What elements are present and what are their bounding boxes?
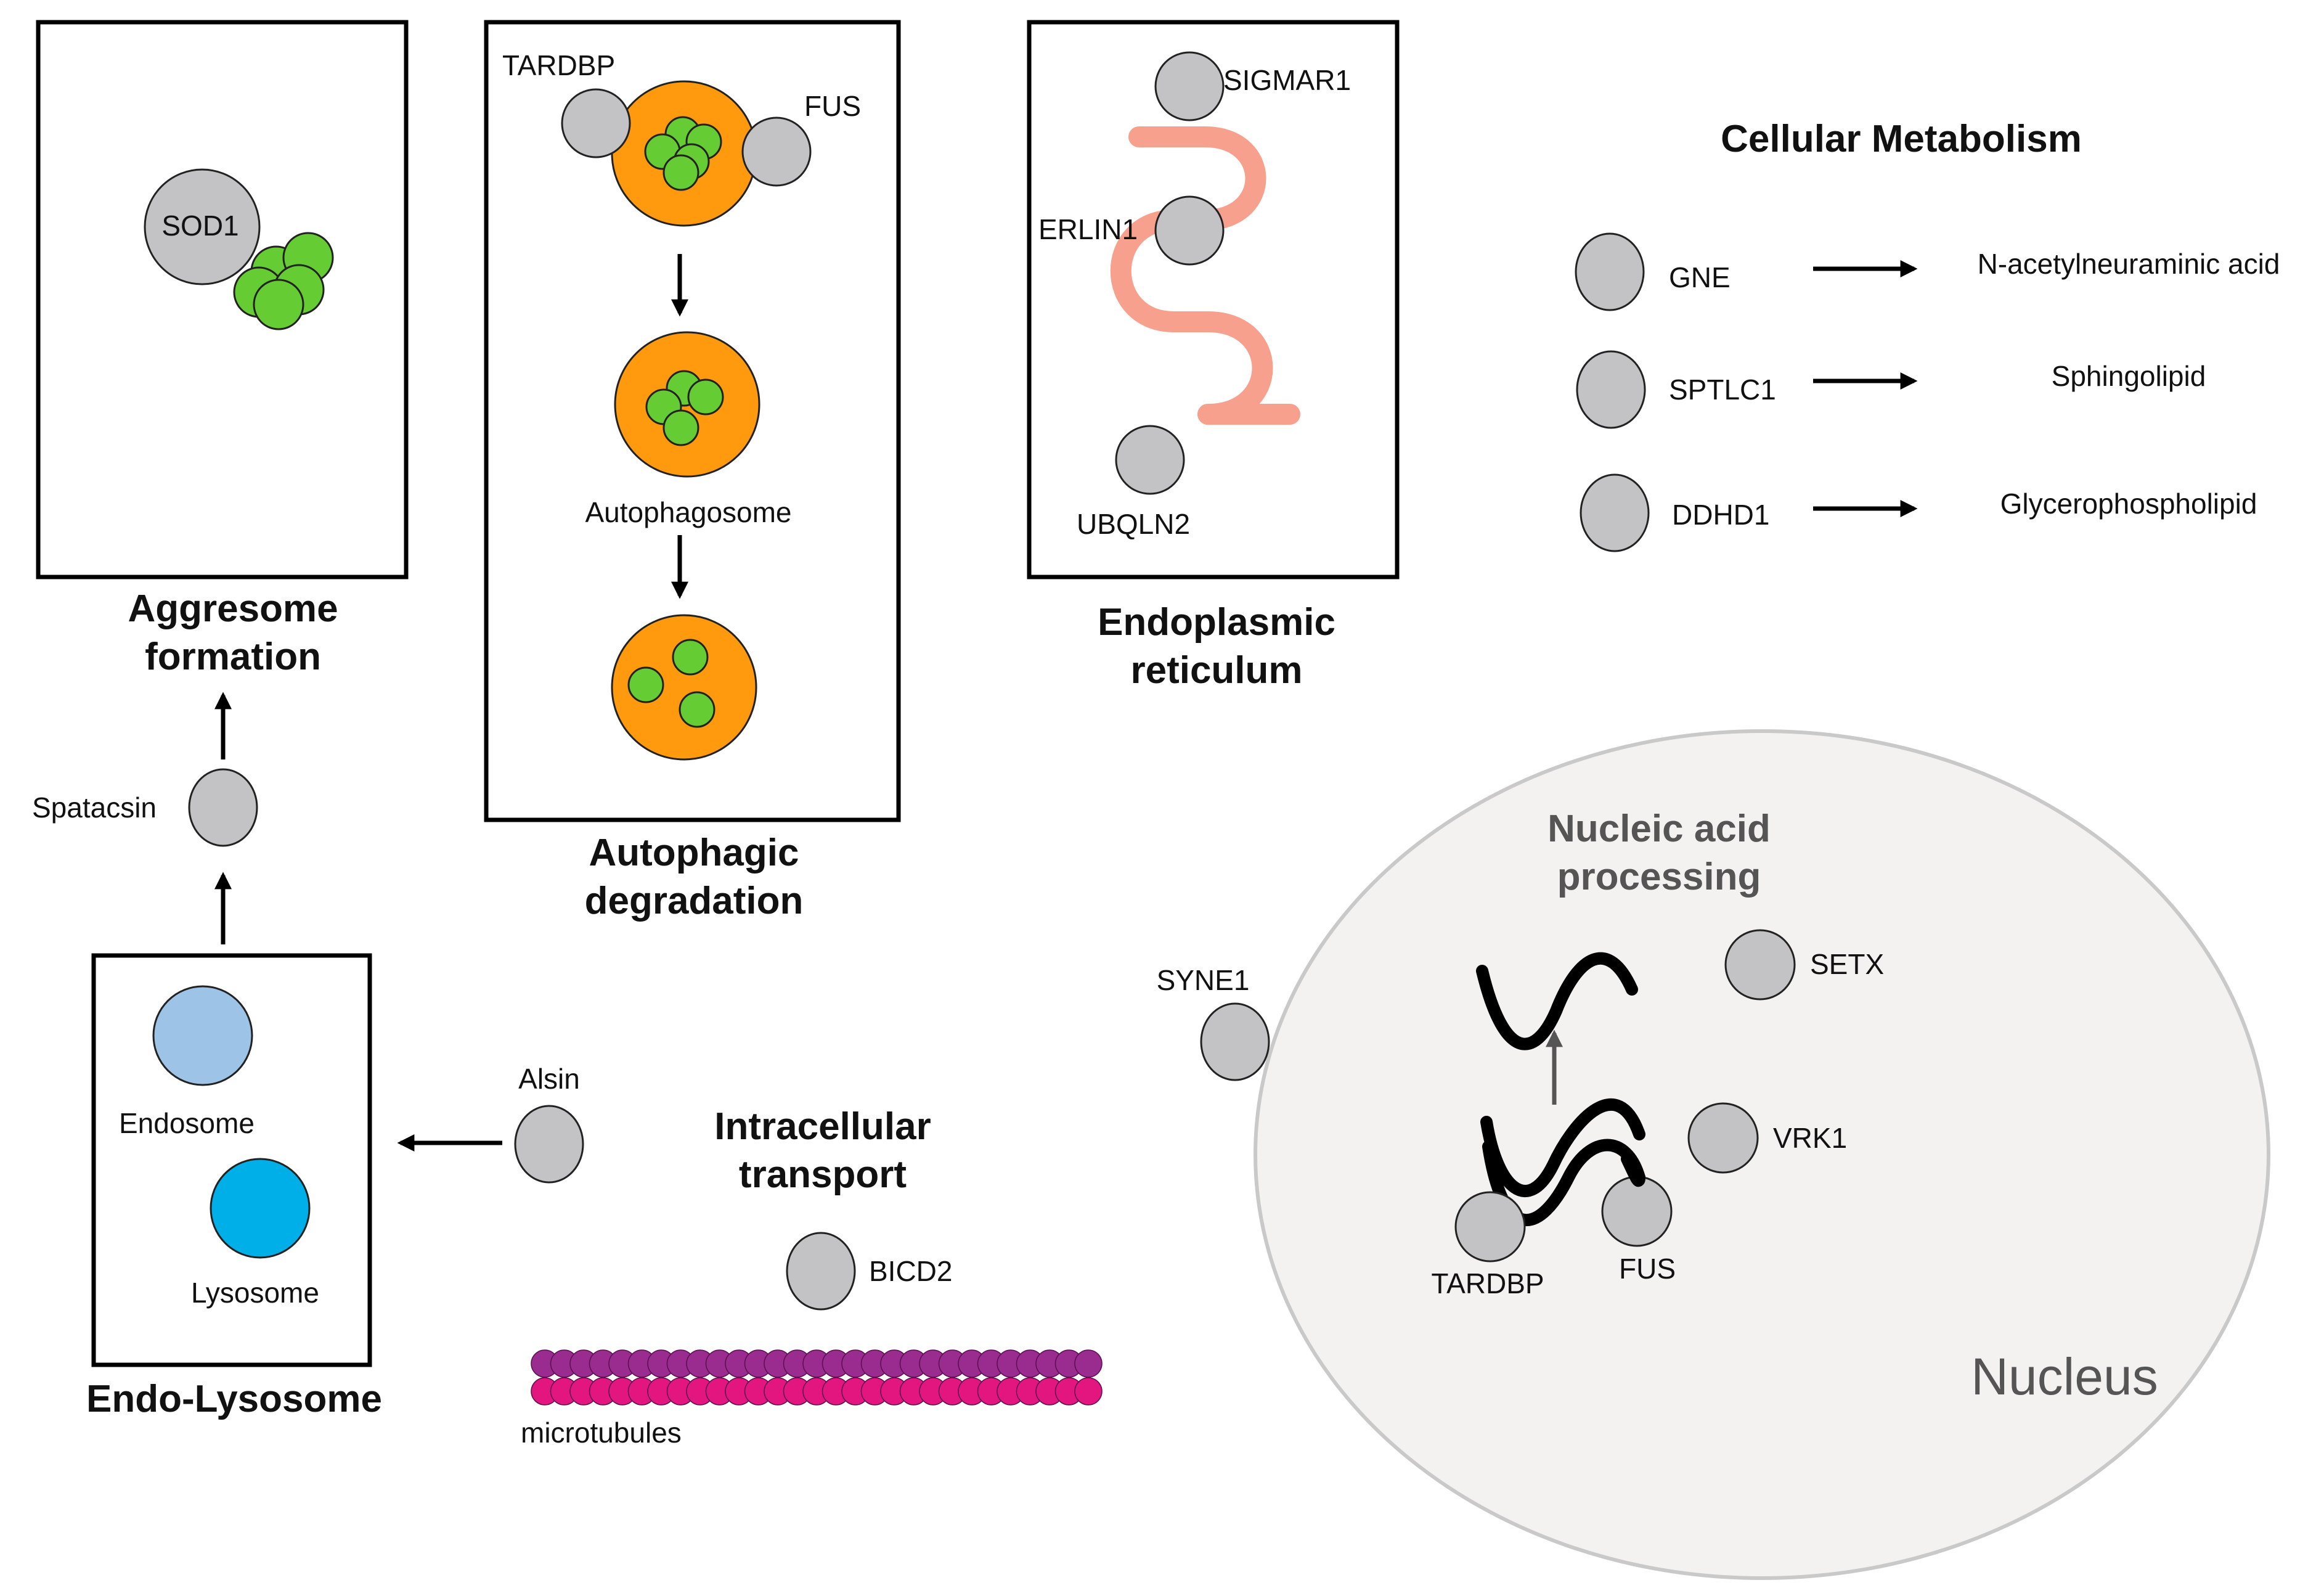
endosome (152, 985, 253, 1086)
cargo-dispersed (627, 639, 716, 728)
bicd2-label: BICD2 (869, 1255, 952, 1287)
setx-label: SETX (1810, 948, 1884, 980)
gne-product: N-acetylneuraminic acid (1978, 248, 2280, 280)
ddhd1-product: Glycerophospholipid (2000, 488, 2257, 520)
strand-1 (1480, 1098, 1645, 1198)
sigmar1-label: SIGMAR1 (1223, 64, 1351, 96)
autophagy-frame (484, 20, 901, 822)
nuclear-tardbp-label: TARDBP (1431, 1267, 1544, 1299)
fus-protein (741, 117, 812, 187)
endolysosome-title: Endo-Lysosome (86, 1378, 382, 1420)
tardbp-protein (561, 88, 631, 158)
nucleic-acid-title-line1: Nucleic acid (1547, 808, 1771, 850)
sod1-label: SOD1 (161, 210, 239, 242)
er-frame (1027, 20, 1400, 579)
autophagy-panel: TARDBP FUS Autophagosome Autophagic degr… (484, 20, 901, 922)
autophagy-title-line1: Autophagic (589, 832, 799, 874)
aggregate-cluster (233, 232, 334, 330)
autophagosome-label: Autophagosome (585, 496, 791, 528)
ddhd1-protein (1580, 473, 1650, 552)
aggresome-title-line2: formation (145, 636, 321, 678)
erlin1-label: ERLIN1 (1038, 213, 1138, 245)
gne-protein (1575, 232, 1645, 311)
metabolism-panel: Cellular Metabolism GNE N-acetylneuramin… (1575, 118, 2280, 552)
transport-title-line1: Intracellular (714, 1105, 931, 1148)
nucleic-acid-title-line2: processing (1557, 856, 1761, 898)
tubulin-bead (1074, 1349, 1103, 1378)
sptlc1-protein (1576, 350, 1646, 429)
sigmar1-protein (1154, 51, 1225, 121)
nucleus-label: Nucleus (1971, 1348, 2158, 1406)
endolysosome-frame (91, 953, 372, 1367)
autophagy-tardbp-label: TARDBP (502, 49, 615, 81)
cargo-cluster-2 (645, 370, 724, 446)
setx-protein (1724, 929, 1796, 1001)
er-membrane-top (1110, 126, 1273, 425)
microtubule-top-row (531, 1349, 1103, 1378)
gne-label: GNE (1669, 261, 1731, 293)
sod1-protein (144, 168, 261, 285)
alsin-protein (514, 1105, 584, 1184)
cargo-cluster-1 (644, 116, 722, 191)
endosome-label: Endosome (119, 1107, 255, 1139)
nuclear-fus-label: FUS (1619, 1253, 1676, 1285)
metabolism-title: Cellular Metabolism (1721, 118, 2082, 160)
autophagy-title-line2: degradation (585, 880, 804, 922)
lysosome (210, 1158, 311, 1259)
spatacsin-group: Spatacsin (32, 692, 258, 944)
vrk1-label: VRK1 (1773, 1122, 1847, 1154)
nucleus-panel: Nucleic acid processing SETX VRK1 TARDBP… (1254, 729, 2270, 1580)
syne1-group: SYNE1 (1157, 964, 1270, 1081)
er-title-line2: reticulum (1130, 649, 1302, 692)
autolysosome (611, 614, 757, 761)
ubqln2-protein (1115, 425, 1185, 495)
bicd2-protein (786, 1232, 856, 1311)
metabolism-row-ddhd1: DDHD1 Glycerophospholipid (1580, 473, 2257, 552)
nuclear-fus-protein (1601, 1176, 1673, 1247)
spatacsin-protein (188, 768, 258, 847)
autophagy-fus-label: FUS (804, 90, 861, 122)
rna-product (1476, 952, 1638, 1050)
microtubules-label: microtubules (521, 1417, 682, 1449)
vrk1-protein (1687, 1102, 1759, 1174)
nucleus-envelope (1254, 729, 2270, 1580)
ubqln2-label: UBQLN2 (1077, 508, 1190, 540)
alsin-label: Alsin (518, 1063, 580, 1095)
syne1-protein (1200, 1002, 1270, 1081)
strand-end (1621, 1153, 1645, 1187)
metabolism-row-sptlc1: SPTLC1 Sphingolipid (1576, 350, 2206, 429)
sptlc1-product: Sphingolipid (2052, 360, 2206, 392)
aggresome-panel: SOD1 Aggresome formation (36, 20, 409, 678)
lysosome-label: Lysosome (191, 1277, 319, 1309)
syne1-label: SYNE1 (1157, 964, 1250, 996)
tubulin-bead (1074, 1377, 1103, 1406)
sptlc1-label: SPTLC1 (1669, 374, 1776, 406)
microtubule-bottom-row (531, 1377, 1103, 1406)
alsin-group: Alsin (397, 1063, 584, 1184)
aggresome-title-line1: Aggresome (128, 587, 338, 630)
endolysosome-panel: Endosome Lysosome Endo-Lysosome (86, 953, 382, 1420)
nuclear-tardbp-protein (1454, 1191, 1526, 1262)
erlin1-protein (1154, 195, 1225, 266)
transport-panel: Intracellular transport BICD2 microtubul… (521, 1105, 1103, 1449)
spatacsin-label: Spatacsin (32, 792, 157, 824)
transport-title-line2: transport (739, 1153, 907, 1196)
metabolism-row-gne: GNE N-acetylneuraminic acid (1575, 232, 2280, 311)
er-panel: SIGMAR1 ERLIN1 UBQLN2 Endoplasmic reticu… (1027, 20, 1400, 692)
er-title-line1: Endoplasmic (1098, 601, 1335, 644)
ddhd1-label: DDHD1 (1672, 499, 1769, 531)
aggresome-frame (36, 20, 409, 579)
